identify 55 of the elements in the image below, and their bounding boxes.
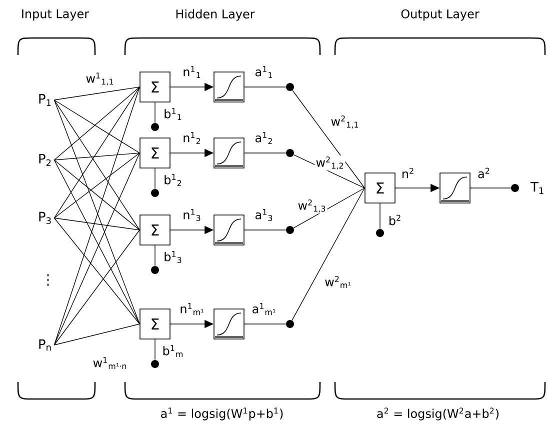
connector-line <box>154 339 156 360</box>
input-label: P$_{n}$ <box>39 339 51 351</box>
summation-box: Σ <box>140 214 170 246</box>
sigmoid-box <box>214 138 244 168</box>
output-label: T$_{1}$ <box>530 182 544 194</box>
terminal-dot <box>151 360 159 368</box>
connector-line <box>54 86 140 160</box>
connector-line <box>293 188 365 228</box>
connector-line <box>54 152 140 160</box>
terminal-dot <box>151 123 159 131</box>
edge-label: a$^{2}$ <box>476 166 492 180</box>
connector-line <box>54 230 140 346</box>
connector-line <box>154 168 156 190</box>
connector-line <box>54 218 140 324</box>
connector-line <box>54 86 140 218</box>
terminal-dot <box>286 149 294 157</box>
terminal-dot <box>376 229 384 237</box>
terminal-dot <box>151 266 159 274</box>
connector-line <box>54 100 140 230</box>
connector-line <box>54 160 140 230</box>
connector-line <box>292 188 365 321</box>
ellipsis-label: ⋮ <box>47 274 49 286</box>
connector-line <box>154 245 156 266</box>
connector-line <box>54 100 140 154</box>
summation-box: Σ <box>364 172 396 204</box>
connector-line <box>54 152 140 218</box>
summation-box: Σ <box>140 72 170 102</box>
connector-line <box>54 324 140 346</box>
input-label: P$_{3}$ <box>39 212 51 224</box>
summation-box: Σ <box>140 308 170 340</box>
terminal-dot <box>511 184 519 192</box>
connector-line <box>54 86 140 100</box>
terminal-dot <box>151 189 159 197</box>
connector-line <box>54 218 140 230</box>
sigmoid-box <box>214 308 244 340</box>
summation-box: Σ <box>140 138 170 168</box>
sigmoid-box <box>214 214 244 246</box>
sigmoid-box <box>440 172 470 204</box>
connector-line <box>244 152 286 154</box>
edge-label: n$^{2}$ <box>400 166 416 180</box>
connector-line <box>244 86 286 88</box>
connector-line <box>154 102 156 124</box>
layer-title: Input Layer <box>22 9 90 21</box>
sigmoid-box <box>214 72 244 102</box>
layer-title: Output Layer <box>401 9 480 21</box>
input-label: P$_{2}$ <box>39 154 51 166</box>
connector-line <box>292 90 365 188</box>
input-label: P$_{1}$ <box>39 94 51 106</box>
terminal-dot <box>286 83 294 91</box>
terminal-dot <box>286 320 294 328</box>
layer-title: Hidden Layer <box>176 9 255 21</box>
formula-label: a$^{2}$ = logsig(W$^{2}$a+b$^{2}$) <box>377 408 499 420</box>
formula-label: a$^{1}$ = logsig(W$^{1}$p+b$^{1}$) <box>161 408 283 420</box>
terminal-dot <box>286 226 294 234</box>
edge-label: b$^{2}$ <box>387 214 403 226</box>
